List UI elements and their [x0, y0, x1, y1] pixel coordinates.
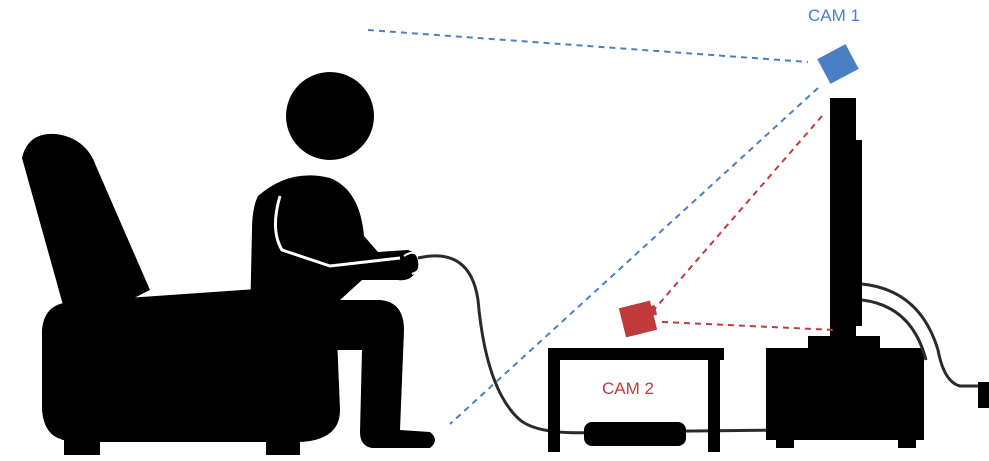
cam1-camera: [817, 44, 858, 84]
cam1-sightlines: [368, 30, 818, 424]
tv-cabinet: [766, 348, 924, 448]
controller-cable: [418, 256, 780, 433]
tv: [808, 98, 880, 350]
cam1-label: CAM 1: [808, 6, 860, 26]
cam2-camera: [619, 301, 657, 338]
cam2-label: CAM 2: [602, 379, 654, 399]
console-device: [584, 422, 686, 446]
cam2-sightlines: [652, 116, 836, 330]
plug: [978, 382, 989, 408]
